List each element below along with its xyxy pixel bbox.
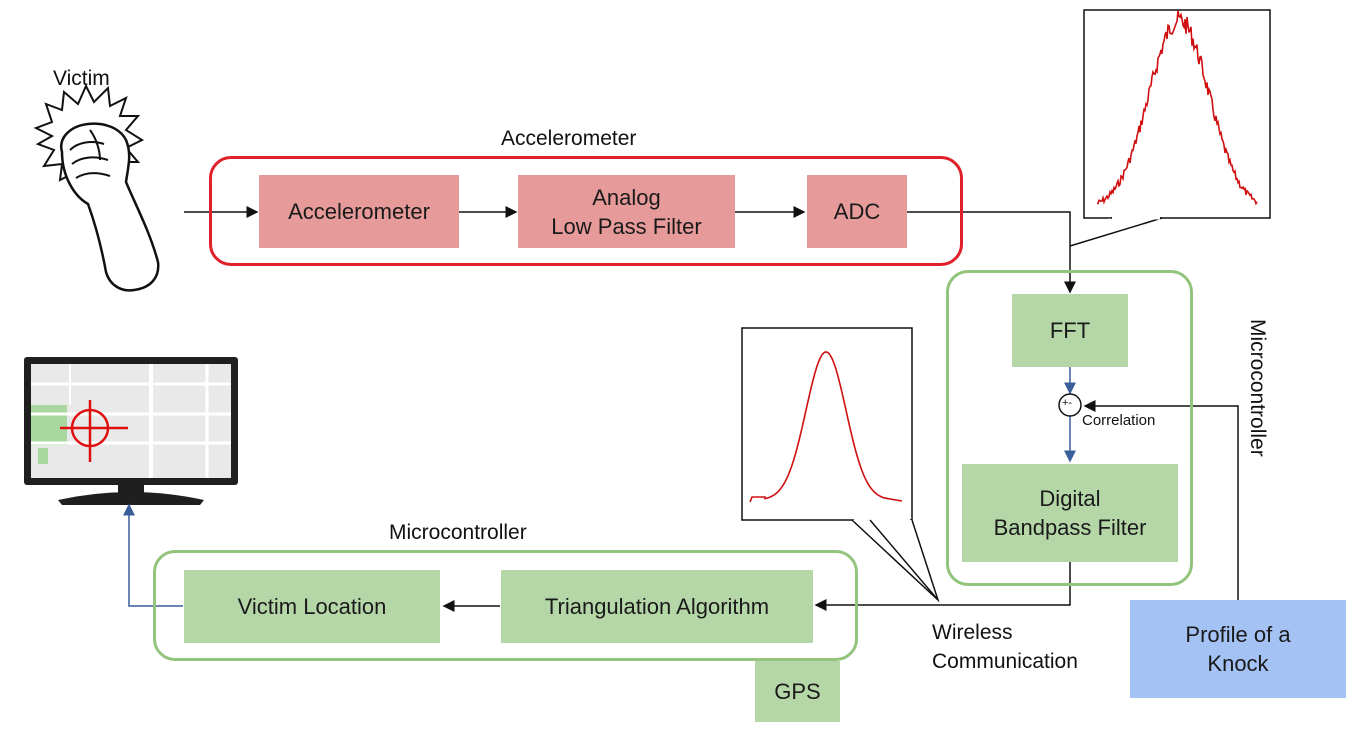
low-pass-filter-block: Analog Low Pass Filter xyxy=(518,175,735,248)
triangulation-block: Triangulation Algorithm xyxy=(501,570,813,643)
summing-junction xyxy=(1058,393,1082,417)
accelerometer-group xyxy=(209,156,963,266)
victim-label: Victim xyxy=(53,67,110,90)
bottom-microcontroller-group xyxy=(153,550,858,661)
monitor-map-icon xyxy=(24,357,238,505)
adc-block: ADC xyxy=(807,175,907,248)
knocking-fist-icon xyxy=(33,83,160,292)
wireless-label: Wireless Communication xyxy=(932,621,1078,673)
right-microcontroller-group xyxy=(946,270,1193,586)
knock-profile-block: Profile of a Knock xyxy=(1130,600,1346,698)
fft-block: FFT xyxy=(1012,294,1128,367)
victim-location-block: Victim Location xyxy=(184,570,440,643)
correlation-label: Correlation xyxy=(1082,412,1156,429)
bandpass-filter-block: Digital Bandpass Filter xyxy=(962,464,1178,562)
accelerometer-group-title: Accelerometer xyxy=(501,127,637,150)
summing-symbol: +- xyxy=(1062,397,1073,409)
filtered-signal-callout xyxy=(741,327,940,603)
bottom-microcontroller-title: Microcontroller xyxy=(389,521,527,544)
accelerometer-block: Accelerometer xyxy=(259,175,459,248)
noisy-signal-callout xyxy=(1069,9,1271,247)
right-microcontroller-title: Microcontroller xyxy=(1246,319,1269,457)
gps-block: GPS xyxy=(755,661,840,722)
